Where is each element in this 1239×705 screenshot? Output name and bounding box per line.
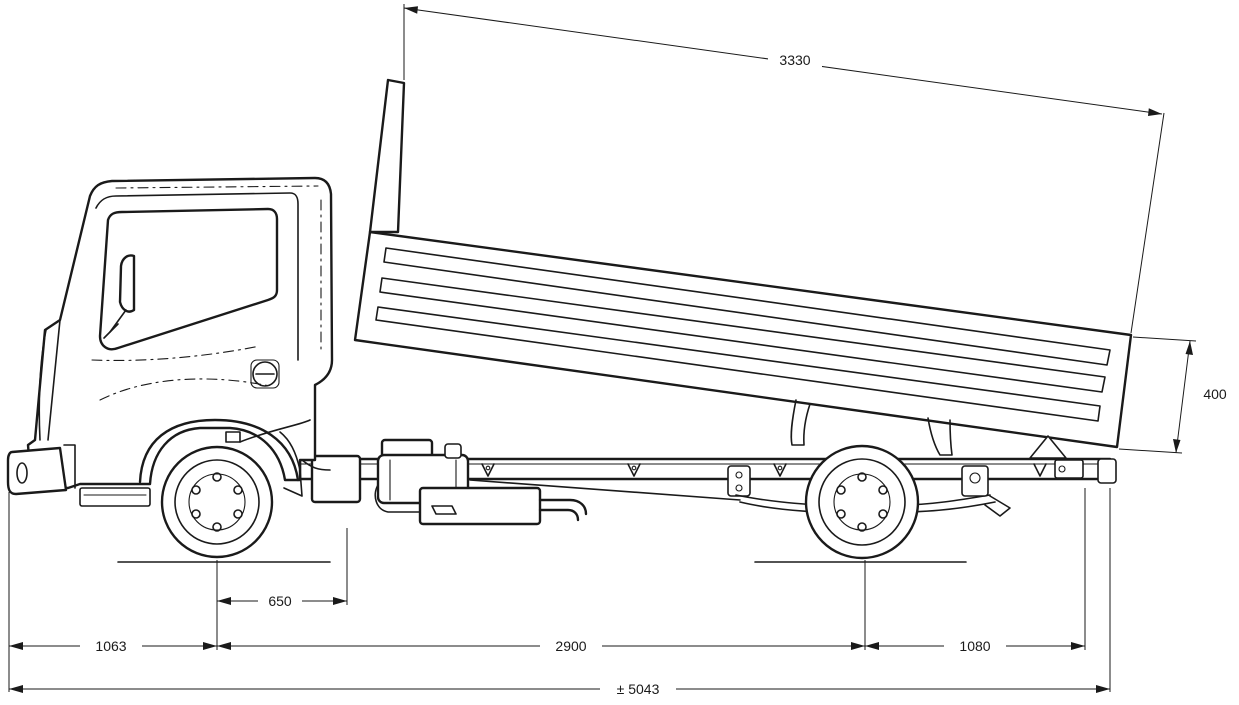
extension-lines bbox=[8, 4, 1197, 692]
dimension-body-length: 3330 bbox=[403, 6, 1163, 116]
dimension-side-height: 400 bbox=[1173, 340, 1227, 454]
exhaust-pipe bbox=[538, 498, 588, 516]
body-support-rear bbox=[927, 417, 953, 456]
dimension-rear-overhang: 1080 bbox=[865, 637, 1085, 655]
label-overall-length: ± 5043 bbox=[617, 681, 660, 697]
label-body-length: 3330 bbox=[779, 52, 810, 68]
label-front-overhang: 1063 bbox=[95, 638, 126, 654]
dimension-overall-length: ± 5043 bbox=[9, 680, 1110, 698]
chassis bbox=[298, 457, 1117, 517]
tipper-body bbox=[353, 78, 1133, 459]
body-support-front bbox=[790, 399, 811, 446]
side-mirror bbox=[118, 254, 136, 313]
side-rail-1 bbox=[383, 247, 1111, 366]
drivetrain-components bbox=[301, 438, 588, 526]
rear-wheel bbox=[804, 444, 920, 560]
label-side-height: 400 bbox=[1203, 386, 1227, 402]
cab-window bbox=[98, 207, 279, 351]
side-rail-3 bbox=[375, 306, 1101, 422]
label-cab-to-axle: 650 bbox=[268, 593, 292, 609]
label-rear-overhang: 1080 bbox=[959, 638, 990, 654]
dimension-wheelbase: 2900 bbox=[217, 637, 865, 655]
label-wheelbase: 2900 bbox=[555, 638, 586, 654]
cab-door-outline bbox=[95, 192, 299, 361]
dimension-front-overhang: 1063 bbox=[9, 637, 217, 655]
cab-shell bbox=[26, 176, 334, 490]
tipper-box bbox=[353, 230, 1133, 449]
rear-bumper bbox=[1097, 458, 1117, 484]
tipper-headboard bbox=[368, 78, 406, 234]
exhaust-box bbox=[418, 486, 542, 526]
air-intake-box bbox=[310, 454, 362, 504]
side-rail-2 bbox=[379, 277, 1106, 393]
dimension-cab-to-axle: 650 bbox=[217, 592, 347, 610]
front-wheel bbox=[160, 445, 274, 559]
front-wheel-arch bbox=[138, 418, 300, 484]
cab bbox=[6, 176, 334, 507]
